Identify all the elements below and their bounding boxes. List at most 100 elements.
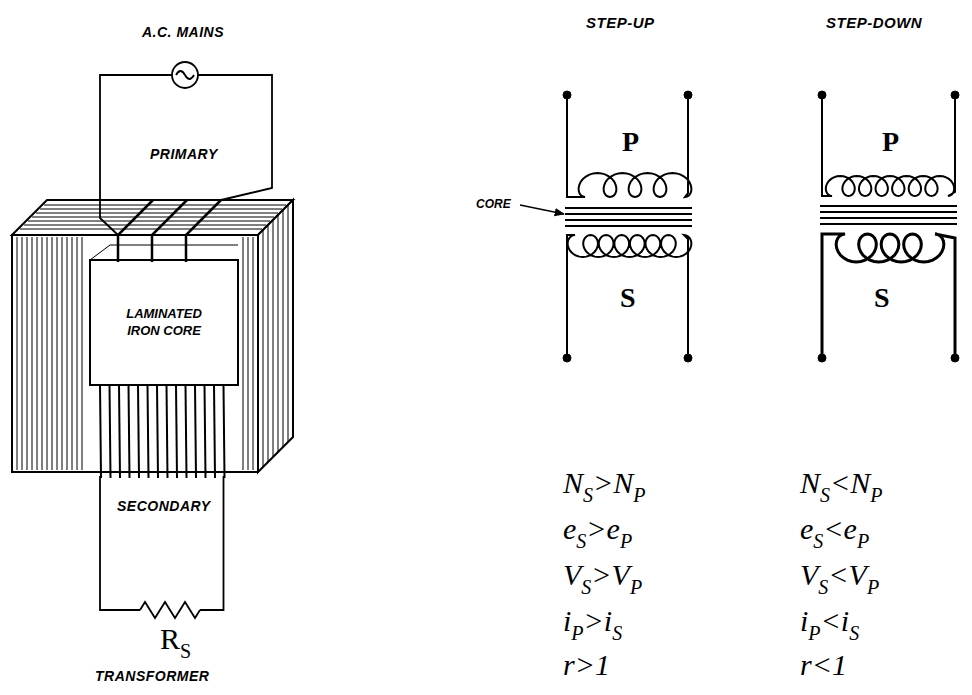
label-text: >V — [591, 558, 630, 592]
relation: NS<NP — [800, 466, 883, 500]
label-text: STEP-DOWN — [826, 14, 922, 31]
lamination-line — [62, 237, 63, 470]
leader-arrow — [520, 205, 564, 214]
winding-turn — [205, 385, 206, 478]
relation: VS>VP — [563, 558, 642, 592]
core-top-face — [12, 200, 293, 235]
label-text: r<1 — [800, 648, 847, 682]
lamination-line — [72, 237, 73, 470]
core-side-face — [258, 200, 293, 472]
lamination-line — [47, 237, 48, 470]
subscript: S — [581, 576, 591, 599]
lamination-line — [248, 237, 249, 470]
terminal-dot — [684, 354, 692, 362]
load-circuit — [100, 476, 224, 618]
iron-core — [12, 200, 293, 472]
winding-turn — [100, 385, 101, 478]
winding-turn — [186, 200, 221, 262]
winding-turn — [176, 385, 177, 478]
terminal-dot — [563, 91, 571, 99]
coil-label: P — [882, 126, 899, 158]
relation: r>1 — [563, 648, 610, 682]
winding-turn — [195, 385, 196, 478]
label-text: N — [800, 466, 820, 500]
circuit-label: A.C. MAINS — [142, 24, 224, 40]
core-front-face — [12, 235, 258, 472]
core-line — [820, 205, 957, 207]
label-text: STEP-UP — [586, 14, 655, 31]
core-line — [820, 217, 957, 219]
label-text: V — [800, 558, 818, 592]
lamination-line — [27, 237, 28, 470]
winding-turn — [152, 200, 187, 262]
mains-wiring — [100, 62, 272, 235]
lamination-line — [273, 220, 274, 457]
coil-label: P — [622, 126, 639, 158]
terminal-dot — [818, 354, 826, 362]
subscript: P — [571, 622, 583, 645]
winding-turn — [118, 200, 153, 262]
lamination-line — [44, 205, 286, 206]
primary-wire — [198, 75, 272, 200]
label-text: >e — [586, 512, 620, 546]
label-text: S — [620, 282, 636, 314]
lamination-line — [32, 217, 274, 218]
core-line — [820, 223, 957, 225]
lamination-line — [77, 237, 78, 470]
label-text: V — [563, 558, 581, 592]
terminal-dot — [951, 91, 959, 99]
core-line — [565, 219, 692, 221]
window-depth-edge — [90, 245, 238, 260]
subscript: S — [813, 530, 823, 553]
secondary-wire — [100, 476, 140, 610]
core-line — [820, 211, 957, 213]
lamination-line — [243, 237, 244, 470]
winding-turn — [138, 385, 139, 478]
subscript: S — [818, 576, 828, 599]
lamination-line — [253, 237, 254, 470]
subscript: S — [583, 484, 593, 507]
relation: r<1 — [800, 648, 847, 682]
terminal-dot — [684, 91, 692, 99]
winding-turn — [214, 385, 215, 478]
label-text: <V — [828, 558, 867, 592]
relation: eS>eP — [563, 512, 632, 546]
relation: VS<VP — [800, 558, 879, 592]
lamination-line — [24, 225, 266, 226]
subscript: P — [808, 622, 820, 645]
lamination-line — [278, 215, 279, 452]
label-text: P — [882, 126, 899, 158]
label-text: R — [160, 622, 180, 656]
subscript: P — [867, 576, 879, 599]
label-text: <i — [821, 604, 850, 638]
subscript: P — [857, 530, 869, 553]
symbol-heading: STEP-DOWN — [826, 14, 922, 31]
winding-turn — [110, 385, 111, 478]
terminal-dot — [951, 354, 959, 362]
label-text: r>1 — [563, 648, 610, 682]
resistor-symbol — [140, 602, 200, 618]
subscript: S — [576, 530, 586, 553]
label-text: <N — [830, 466, 870, 500]
label-text: N — [563, 466, 583, 500]
subscript: P — [630, 576, 642, 599]
secondary-coil-symbol — [822, 234, 955, 358]
ac-source-symbol — [172, 62, 198, 88]
lamination-line — [28, 221, 270, 222]
lamination-line — [32, 237, 33, 470]
lamination-line — [82, 237, 83, 470]
terminal-dot — [818, 91, 826, 99]
label-text: i — [563, 604, 571, 638]
core-line — [565, 225, 692, 227]
label-text: S — [874, 282, 890, 314]
label-text: SECONDARY — [117, 498, 211, 514]
subscript: S — [180, 640, 191, 663]
lamination-line — [288, 205, 289, 442]
lamination-line — [17, 237, 18, 470]
subscript: P — [620, 530, 632, 553]
label-text: e — [563, 512, 576, 546]
secondary-wire — [200, 476, 224, 610]
coil-label: S — [874, 282, 890, 314]
subscript: S — [820, 484, 830, 507]
